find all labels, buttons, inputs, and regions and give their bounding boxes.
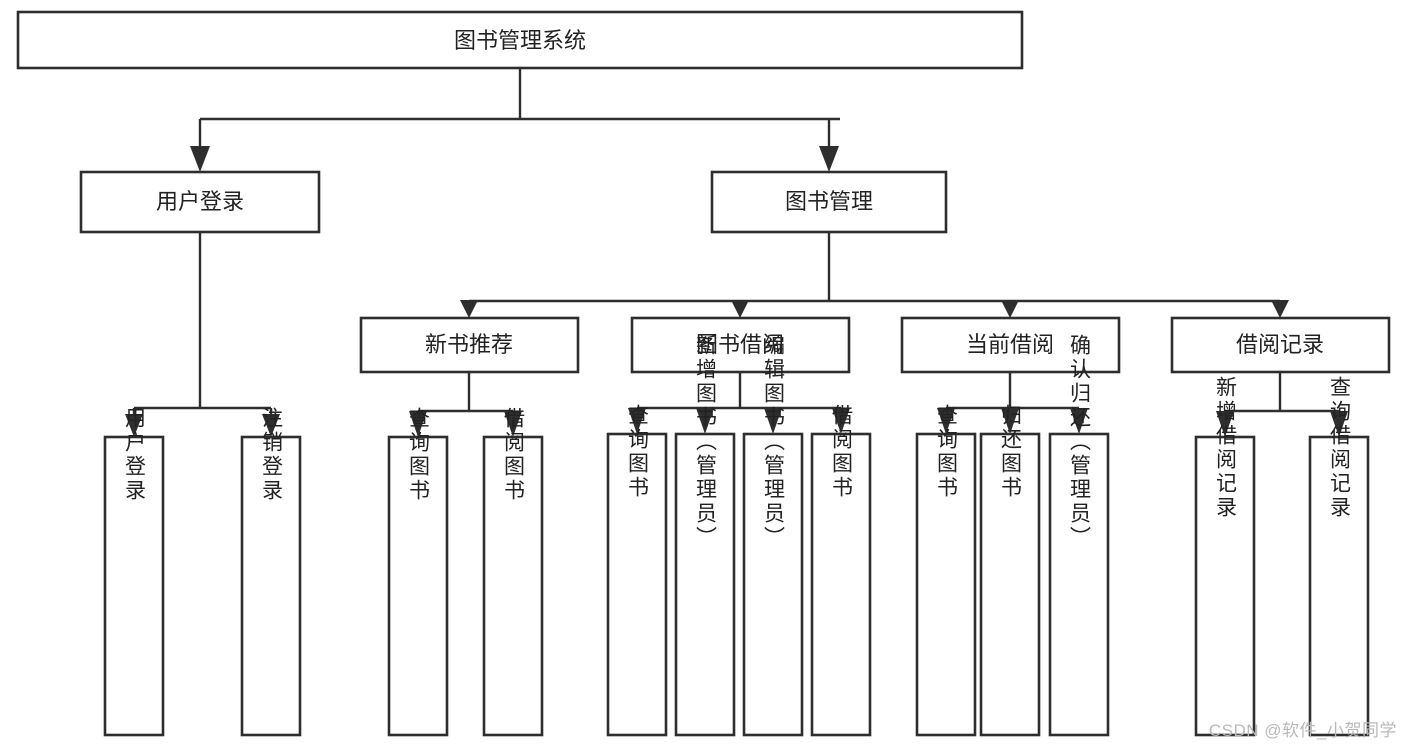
leaf-record-add[interactable]: 新增借阅记录 xyxy=(1194,376,1256,737)
leaf-record-query-box[interactable] xyxy=(1308,435,1370,737)
arrow-to-leaf-borrow-book-2 xyxy=(832,408,850,434)
node-new-book-recommend-box[interactable] xyxy=(359,316,580,374)
leaf-record-query[interactable]: 查询借阅记录 xyxy=(1308,376,1370,737)
node-book-management[interactable]: 图书管理 xyxy=(710,170,948,234)
arrow-to-leaf-query-book-3 xyxy=(937,408,955,434)
arrow-to-leaf-borrow-book-1 xyxy=(504,411,522,437)
node-user-login-label: 用户登录 xyxy=(156,189,244,214)
leaf-borrow-borrow-book-box[interactable] xyxy=(810,432,872,737)
leaf-borrow-query-book-label: 查询图书 xyxy=(626,404,650,500)
node-root-system[interactable]: 图书管理系统 xyxy=(16,10,1024,70)
arrow-to-leaf-logout xyxy=(262,414,280,437)
leaf-borrow-add-book[interactable]: 新增图书（管理员） xyxy=(674,334,736,737)
arrow-to-user-login xyxy=(190,146,210,172)
leaf-borrow-borrow-book-label: 借阅图书 xyxy=(830,404,854,500)
arrow-to-leaf-edit-book xyxy=(764,408,782,434)
node-current-borrow-box[interactable] xyxy=(900,316,1121,374)
arrow-to-leaf-query-book-2 xyxy=(628,408,646,434)
leaf-recommend-borrow-book[interactable]: 借阅图书 xyxy=(482,407,544,737)
arrow-to-leaf-add-record xyxy=(1216,411,1234,437)
arrow-to-book-mgmt xyxy=(819,146,839,172)
leaf-recommend-query-book-box[interactable] xyxy=(387,435,449,737)
node-borrow-record[interactable]: 借阅记录 xyxy=(1170,316,1391,374)
arrow-to-leaf-add-book xyxy=(696,408,714,434)
leaf-current-query-book-box[interactable] xyxy=(915,432,977,737)
arrow-to-borrow-record xyxy=(1271,300,1289,318)
arrow-to-leaf-query-record xyxy=(1330,411,1348,437)
leaf-record-add-box[interactable] xyxy=(1194,435,1256,737)
leaf-current-return-book-label: 归还图书 xyxy=(999,404,1023,500)
leaf-current-confirm-return-label: 确认归还（管理员） xyxy=(1068,334,1092,550)
leaf-record-add-label: 新增借阅记录 xyxy=(1214,376,1238,520)
leaf-current-return-book[interactable]: 归还图书 xyxy=(979,404,1041,737)
leaf-logout-box[interactable] xyxy=(240,435,302,737)
node-book-borrow[interactable]: 图书借阅 xyxy=(630,316,851,374)
node-borrow-record-label: 借阅记录 xyxy=(1236,332,1324,357)
leaf-current-confirm-return-box[interactable] xyxy=(1048,432,1110,737)
node-current-borrow-label: 当前借阅 xyxy=(966,332,1054,357)
node-borrow-record-box[interactable] xyxy=(1170,316,1391,374)
leaf-borrow-edit-book-box[interactable] xyxy=(742,432,804,737)
leaf-user-login-box[interactable] xyxy=(103,435,165,737)
arrow-to-new-book-recommend xyxy=(460,300,478,318)
leaf-borrow-add-book-box[interactable] xyxy=(674,432,736,737)
node-new-book-recommend-label: 新书推荐 xyxy=(425,332,513,357)
arrow-to-leaf-query-book-1 xyxy=(409,411,427,437)
leaf-current-return-book-box[interactable] xyxy=(979,432,1041,737)
leaf-current-query-book-label: 查询图书 xyxy=(935,404,959,500)
leaf-borrow-borrow-book[interactable]: 借阅图书 xyxy=(810,404,872,737)
leaf-recommend-query-book-label: 查询图书 xyxy=(407,407,431,503)
node-root-label: 图书管理系统 xyxy=(454,28,586,53)
leaf-borrow-query-book[interactable]: 查询图书 xyxy=(606,404,668,737)
leaf-logout-label: 注销登录 xyxy=(260,407,284,503)
arrow-to-leaf-return-book xyxy=(1001,408,1019,434)
node-user-login[interactable]: 用户登录 xyxy=(79,170,321,234)
leaf-user-login[interactable]: 用户登录 xyxy=(103,407,165,737)
connector-layer xyxy=(125,68,1348,437)
leaf-recommend-borrow-book-box[interactable] xyxy=(482,435,544,737)
leaf-recommend-borrow-book-label: 借阅图书 xyxy=(502,407,526,503)
leaf-record-query-label: 查询借阅记录 xyxy=(1328,376,1352,520)
node-root-box[interactable] xyxy=(16,10,1024,70)
node-new-book-recommend[interactable]: 新书推荐 xyxy=(359,316,580,374)
leaf-logout[interactable]: 注销登录 xyxy=(240,407,302,737)
leaf-recommend-query-book[interactable]: 查询图书 xyxy=(387,407,449,737)
leaf-borrow-edit-book[interactable]: 编辑图书（管理员） xyxy=(742,334,804,737)
leaf-borrow-edit-book-label: 编辑图书（管理员） xyxy=(762,334,786,550)
node-book-borrow-box[interactable] xyxy=(630,316,851,374)
arrow-to-book-borrow xyxy=(731,300,749,318)
leaf-borrow-query-book-box[interactable] xyxy=(606,432,668,737)
arrow-to-current-borrow xyxy=(1001,300,1019,318)
node-user-login-box[interactable] xyxy=(79,170,321,234)
arrow-to-leaf-user-login xyxy=(125,414,143,437)
leaf-current-query-book[interactable]: 查询图书 xyxy=(915,404,977,737)
node-book-management-label: 图书管理 xyxy=(785,189,873,214)
node-book-management-box[interactable] xyxy=(710,170,948,234)
leaf-user-login-label: 用户登录 xyxy=(123,407,147,503)
node-book-borrow-label: 图书借阅 xyxy=(696,332,784,357)
arrow-to-leaf-confirm-return xyxy=(1070,408,1088,434)
node-current-borrow[interactable]: 当前借阅 xyxy=(900,316,1121,374)
leaf-borrow-add-book-label: 新增图书（管理员） xyxy=(694,334,718,550)
leaf-current-confirm-return[interactable]: 确认归还（管理员） xyxy=(1048,334,1110,737)
